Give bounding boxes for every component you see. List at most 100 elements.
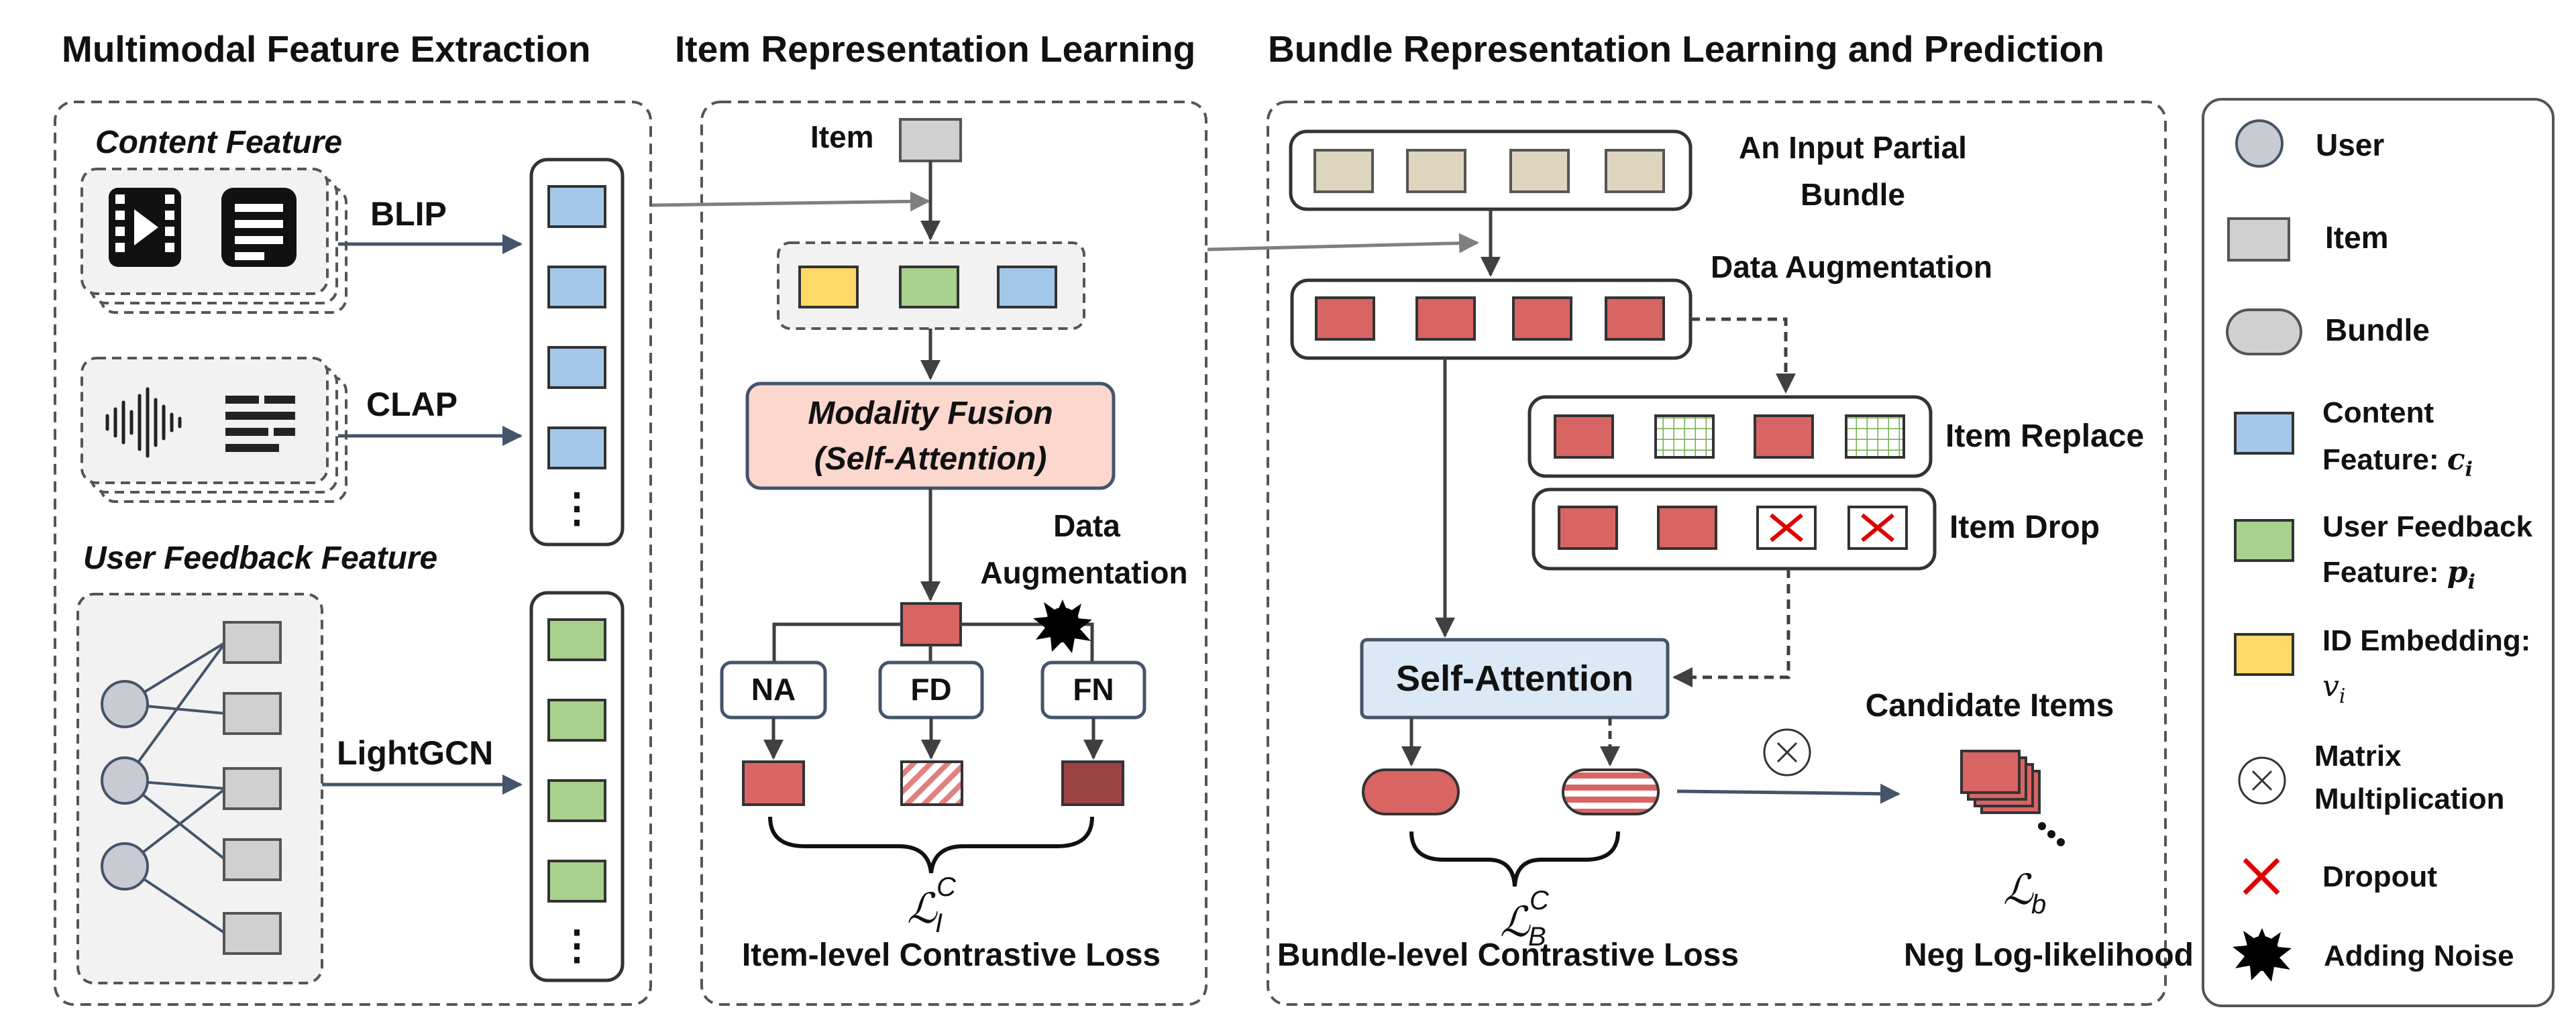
na-label: NA (751, 672, 796, 707)
fd-label: FD (910, 672, 951, 707)
bundle-contrastive-loss-caption: Bundle-level Contrastive Loss (1277, 937, 1739, 973)
id-embedding-block (798, 266, 859, 308)
data-augmentation-label-2: Augmentation (980, 555, 1187, 590)
document-icon (221, 188, 297, 267)
feedback-embedding-block (899, 266, 959, 308)
bundle-representation (1362, 768, 1460, 815)
user-nodes (101, 680, 149, 891)
item-to-bundle-arrow (1207, 233, 1479, 253)
item-drop-label: Item Drop (1949, 510, 2100, 545)
item-block (899, 118, 962, 162)
item-loss-sub: I (935, 909, 943, 938)
clap-label: CLAP (366, 386, 458, 423)
neg-log-likelihood-caption: Neg Log-likelihood (1904, 937, 2194, 973)
candidate-items-label: Candidate Items (1866, 688, 2114, 724)
legend-feedback-label-1: User Feedback (2322, 510, 2533, 543)
item-replace-box (1527, 395, 1933, 478)
legend-id-sub: i (2339, 685, 2346, 708)
candidate-items-more-dots (2038, 822, 2065, 846)
section-frame-multimodal (54, 101, 652, 1006)
input-partial-bundle-label-1: An Input Partial (1739, 130, 1967, 165)
legend-bundle-label: Bundle (2325, 312, 2430, 347)
replace-item-2 (1654, 414, 1715, 459)
legend-user-icon (2235, 119, 2284, 168)
item-nodes (223, 621, 282, 955)
legend-content-label-1: Content (2322, 396, 2434, 429)
item-contrastive-loss-caption: Item-level Contrastive Loss (742, 937, 1161, 973)
replace-item-1 (1554, 414, 1614, 459)
legend-content-prefix: Feature: (2322, 443, 2447, 476)
legend-content-sub: i (2465, 458, 2473, 481)
item-representation-block (900, 602, 962, 646)
drop-item-1 (1558, 506, 1618, 550)
legend-bundle-icon (2226, 308, 2302, 355)
audio-waveform-icon (105, 387, 182, 458)
lightgcn-label: LightGCN (337, 734, 493, 772)
nll-loss-symbol: ℒ (2003, 867, 2034, 913)
section-frame-item-rep (700, 101, 1208, 1006)
legend-item-icon (2227, 217, 2290, 262)
item-drop-box (1532, 488, 1937, 571)
legend-matrix-label-1: Matrix (2314, 740, 2402, 772)
prediction-arrow (1676, 783, 1900, 804)
legend-id-icon (2234, 633, 2294, 676)
transcript-icon (225, 396, 295, 452)
legend-dropout-icon (2243, 858, 2280, 895)
legend-noise-label: Adding Noise (2324, 939, 2514, 972)
features-to-item-arrow (651, 191, 930, 212)
legend-feedback-icon (2234, 519, 2294, 562)
content-feature-label: Content Feature (95, 125, 342, 160)
input-bundle-items (1313, 149, 1665, 193)
legend: User Item Bundle Content Feature: ci Use… (2226, 119, 2533, 982)
item-contrastive-brace (768, 816, 1094, 874)
content-embedding-block (997, 266, 1057, 308)
data-augmentation-bundle-label: Data Augmentation (1711, 249, 1992, 284)
drop-item-4-dropout (1847, 506, 1908, 550)
augmentation-branch-lines (772, 622, 1094, 661)
video-icon (109, 188, 181, 267)
input-partial-bundle-label-2: Bundle (1801, 177, 1905, 212)
modality-fusion-label: Modality Fusion (808, 396, 1053, 431)
content-column-ellipsis: ⋮ (557, 485, 597, 530)
noise-splat-icon (1033, 599, 1092, 653)
legend-content-icon (2234, 412, 2294, 455)
legend-content-var: c (2447, 443, 2465, 477)
fd-output-block (900, 760, 963, 806)
replace-item-4 (1845, 414, 1905, 459)
drop-to-attention-dashed (1672, 569, 1790, 687)
bundle-loss-symbol: ℒ (1500, 899, 1531, 945)
legend-matrix-label-2: Multiplication (2314, 783, 2505, 815)
item-replace-label: Item Replace (1945, 418, 2144, 454)
bundle-loss-sub: B (1528, 922, 1546, 952)
title-item-representation-learning: Item Representation Learning (675, 28, 1195, 70)
drop-item-2 (1657, 506, 1717, 550)
item-label: Item (810, 119, 874, 154)
na-output-block (742, 760, 805, 806)
legend-feedback-label-2: Feature: pi (2322, 555, 2475, 594)
nll-loss-sub: b (2031, 890, 2046, 919)
augmented-bundle-representation (1562, 768, 1660, 815)
legend-user-label: User (2316, 127, 2384, 162)
legend-content-label-2: Feature: ci (2322, 443, 2473, 481)
legend-feedback-var: p (2447, 555, 2468, 589)
matrix-multiplication-icon (1763, 728, 1811, 777)
item-loss-symbol: ℒ (907, 886, 938, 932)
augment-bundle-items (1315, 296, 1665, 341)
legend-id-var: v (2322, 669, 2339, 703)
candidate-items-stack (1960, 750, 2041, 814)
replace-item-3 (1754, 414, 1814, 459)
self-attention-box (1360, 638, 1670, 720)
self-attention-sublabel: (Self-Attention) (814, 441, 1047, 477)
item-loss-sup: C (936, 872, 957, 902)
title-multimodal-feature-extraction: Multimodal Feature Extraction (62, 28, 590, 70)
user-feedback-feature-label: User Feedback Feature (83, 540, 437, 576)
self-attention-label: Self-Attention (1396, 658, 1633, 699)
legend-id-label-1: ID Embedding: (2322, 624, 2530, 657)
content-feature-blocks (547, 185, 606, 469)
blip-label: BLIP (370, 195, 447, 233)
legend-item-label: Item (2325, 220, 2389, 255)
section-frame-bundle-rep (1267, 101, 2167, 1006)
title-bundle-representation-learning: Bundle Representation Learning and Predi… (1268, 28, 2104, 70)
augment-to-replace-dashed (1690, 317, 1796, 394)
legend-dropout-label: Dropout (2322, 860, 2437, 893)
